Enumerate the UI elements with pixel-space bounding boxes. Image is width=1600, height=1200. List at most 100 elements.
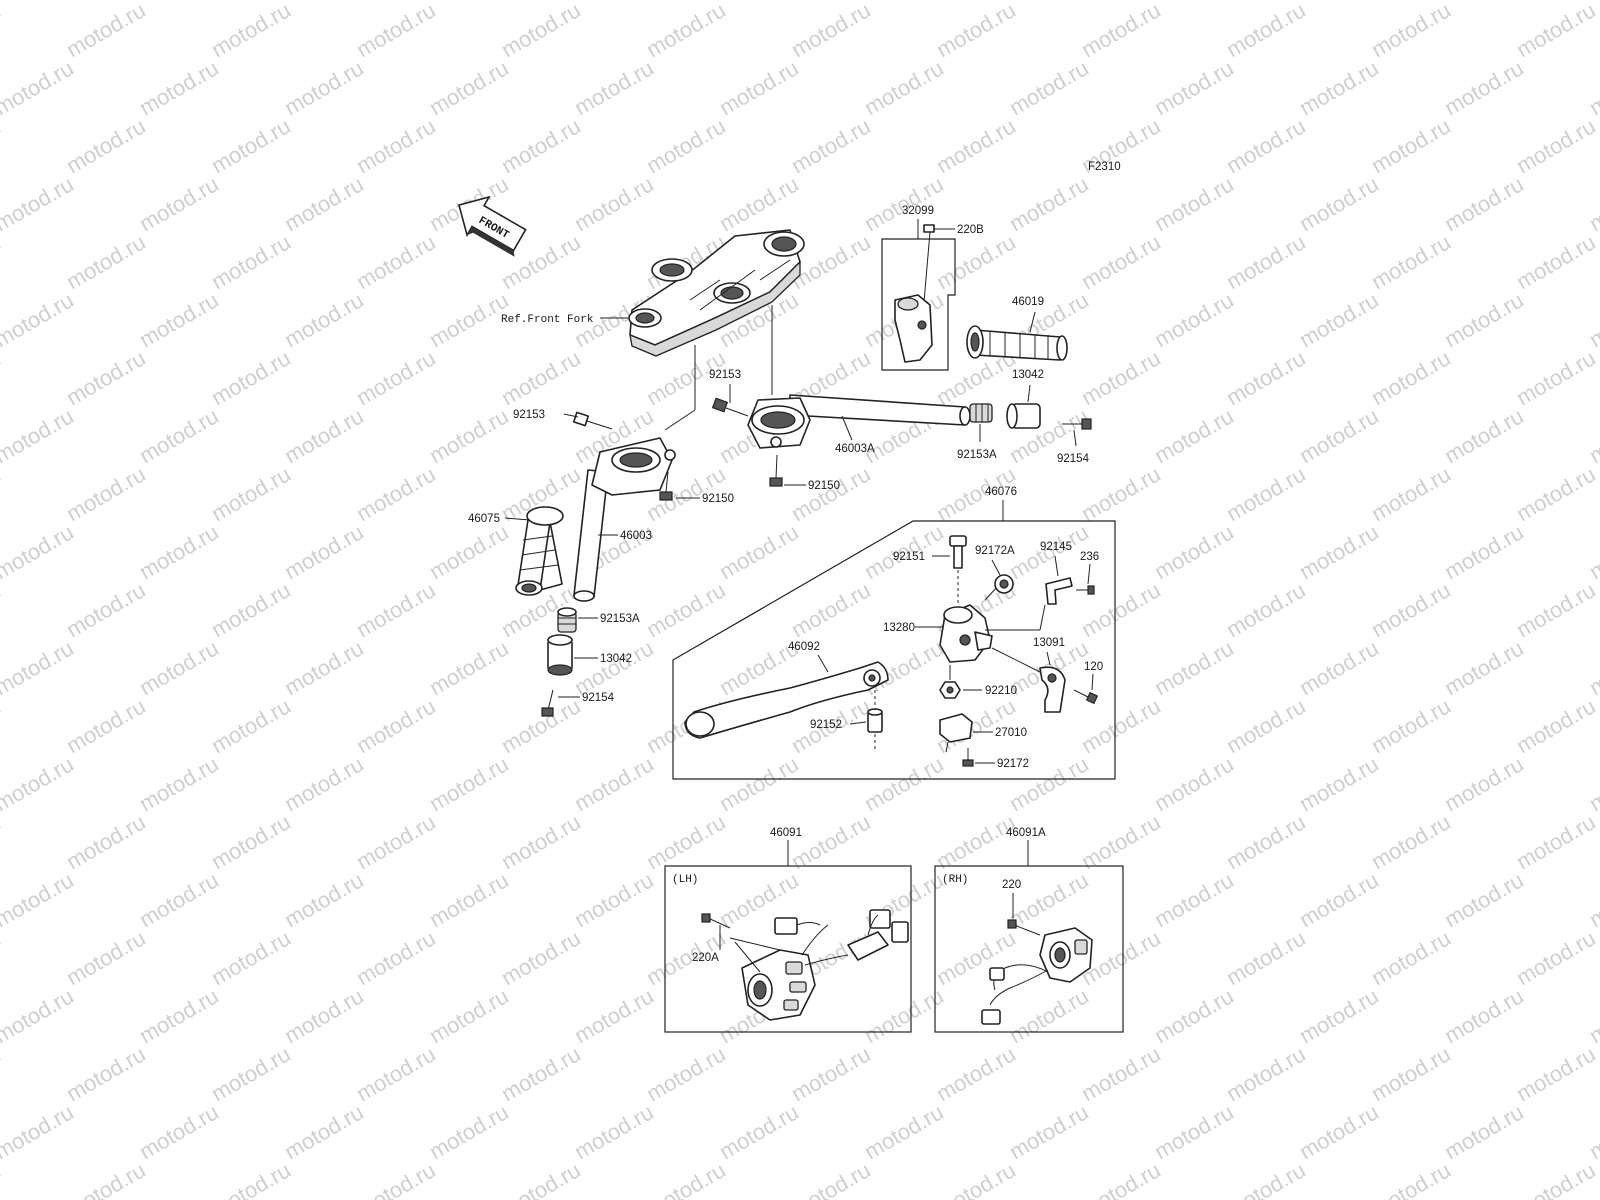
label-92153-middle: 92153 xyxy=(709,369,741,381)
watermark-text: motod.ru xyxy=(425,55,513,120)
watermark-text: motod.ru xyxy=(207,809,295,874)
watermark-text: motod.ru xyxy=(0,0,5,62)
watermark-text: motod.ru xyxy=(1005,55,1093,120)
watermark-text: motod.ru xyxy=(1585,519,1600,584)
watermark-text: motod.ru xyxy=(570,1099,658,1164)
watermark-text: motod.ru xyxy=(1077,1157,1165,1200)
watermark-text: motod.ru xyxy=(1512,693,1600,758)
watermark-text: motod.ru xyxy=(1440,1099,1528,1164)
watermark-text: motod.ru xyxy=(62,229,150,294)
watermark-text: motod.ru xyxy=(280,55,368,120)
watermark-text: motod.ru xyxy=(570,867,658,932)
watermark-text: motod.ru xyxy=(932,925,1020,990)
watermark-text: motod.ru xyxy=(207,693,295,758)
watermark-text: motod.ru xyxy=(1512,113,1600,178)
watermark-text: motod.ru xyxy=(0,229,5,294)
front-arrow-icon: FRONT xyxy=(458,195,527,257)
watermark-text: motod.ru xyxy=(352,809,440,874)
watermark-text: motod.ru xyxy=(1222,345,1310,410)
label-46091: 46091 xyxy=(770,827,802,839)
watermark-text: motod.ru xyxy=(0,345,5,410)
watermark-text: motod.ru xyxy=(0,1099,78,1164)
throttle-housing-32099 xyxy=(894,224,935,363)
watermark-text: motod.ru xyxy=(1512,461,1600,526)
watermark-text: motod.ru xyxy=(62,925,150,990)
left-switch-housing xyxy=(741,909,909,1021)
watermark-text: motod.ru xyxy=(135,751,223,816)
bolt-92151 xyxy=(949,535,967,569)
watermark-text: motod.ru xyxy=(0,983,78,1048)
watermark-text: motod.ru xyxy=(1222,461,1310,526)
watermark-text: motod.ru xyxy=(0,519,78,584)
watermark-text: motod.ru xyxy=(62,345,150,410)
label-92152: 92152 xyxy=(810,719,842,731)
watermark-text: motod.ru xyxy=(1077,229,1165,294)
watermark-text: motod.ru xyxy=(1440,983,1528,1048)
watermark-text: motod.ru xyxy=(1585,635,1600,700)
watermark-text: motod.ru xyxy=(425,751,513,816)
screw-220 xyxy=(1007,919,1041,936)
plug-92153A-right xyxy=(969,403,993,423)
watermark-text: motod.ru xyxy=(1512,0,1600,62)
watermark-text: motod.ru xyxy=(1150,751,1238,816)
watermark-text: motod.ru xyxy=(715,55,803,120)
watermark-text: motod.ru xyxy=(62,0,150,62)
label-220A: 220A xyxy=(692,952,719,964)
master-cylinder-13280 xyxy=(939,604,993,663)
watermark-text: motod.ru xyxy=(1077,0,1165,62)
label-46003: 46003 xyxy=(620,530,652,542)
watermark-text: motod.ru xyxy=(570,983,658,1048)
brake-lever-46092 xyxy=(684,661,889,739)
watermark-text: motod.ru xyxy=(1367,1157,1455,1200)
label-46019: 46019 xyxy=(1012,296,1044,308)
watermark-text: motod.ru xyxy=(62,809,150,874)
watermark-text: motod.ru xyxy=(207,1041,295,1106)
label-220: 220 xyxy=(1002,879,1021,891)
watermark-text: motod.ru xyxy=(787,1041,875,1106)
watermark-text: motod.ru xyxy=(787,0,875,62)
watermark-text: motod.ru xyxy=(1222,1041,1310,1106)
watermark-text: motod.ru xyxy=(207,925,295,990)
label-13280: 13280 xyxy=(883,622,915,634)
watermark-text: motod.ru xyxy=(0,751,78,816)
label-92172A: 92172A xyxy=(975,545,1015,557)
watermark-text: motod.ru xyxy=(1222,577,1310,642)
weight-13042-right xyxy=(1006,403,1041,429)
watermark-text: motod.ru xyxy=(1150,1099,1238,1164)
watermark-text: motod.ru xyxy=(1440,171,1528,236)
right-handlebar xyxy=(747,394,971,449)
watermark-text: motod.ru xyxy=(280,751,368,816)
watermark-text: motod.ru xyxy=(62,1041,150,1106)
watermark-text: motod.ru xyxy=(1295,171,1383,236)
label-92153A-right: 92153A xyxy=(957,449,997,461)
bolt-92154-right xyxy=(1062,418,1092,430)
weight-13042-left xyxy=(547,634,573,676)
watermark-text: motod.ru xyxy=(62,461,150,526)
watermark-text: motod.ru xyxy=(1150,983,1238,1048)
watermark-text: motod.ru xyxy=(352,229,440,294)
watermark-text: motod.ru xyxy=(932,1041,1020,1106)
watermark-text: motod.ru xyxy=(1440,55,1528,120)
watermark-text: motod.ru xyxy=(1367,809,1455,874)
watermark-text: motod.ru xyxy=(352,693,440,758)
watermark-text: motod.ru xyxy=(135,635,223,700)
watermark-text: motod.ru xyxy=(1077,1041,1165,1106)
bracket-92145 xyxy=(1045,577,1073,605)
label-46075: 46075 xyxy=(468,513,500,525)
brake-switch-27010 xyxy=(939,713,973,753)
watermark-text: motod.ru xyxy=(1367,693,1455,758)
watermark-text: motod.ru xyxy=(425,519,513,584)
watermark-text: motod.ru xyxy=(62,1157,150,1200)
watermark-text: motod.ru xyxy=(135,1099,223,1164)
label-92172: 92172 xyxy=(997,758,1029,770)
watermark-text: motod.ru xyxy=(1150,403,1238,468)
watermark-text: motod.ru xyxy=(0,403,78,468)
label-46092: 46092 xyxy=(788,641,820,653)
watermark-text: motod.ru xyxy=(1077,461,1165,526)
watermark-text: motod.ru xyxy=(932,0,1020,62)
watermark-text: motod.ru xyxy=(280,1099,368,1164)
watermark-text: motod.ru xyxy=(1440,635,1528,700)
watermark-text: motod.ru xyxy=(352,1041,440,1106)
